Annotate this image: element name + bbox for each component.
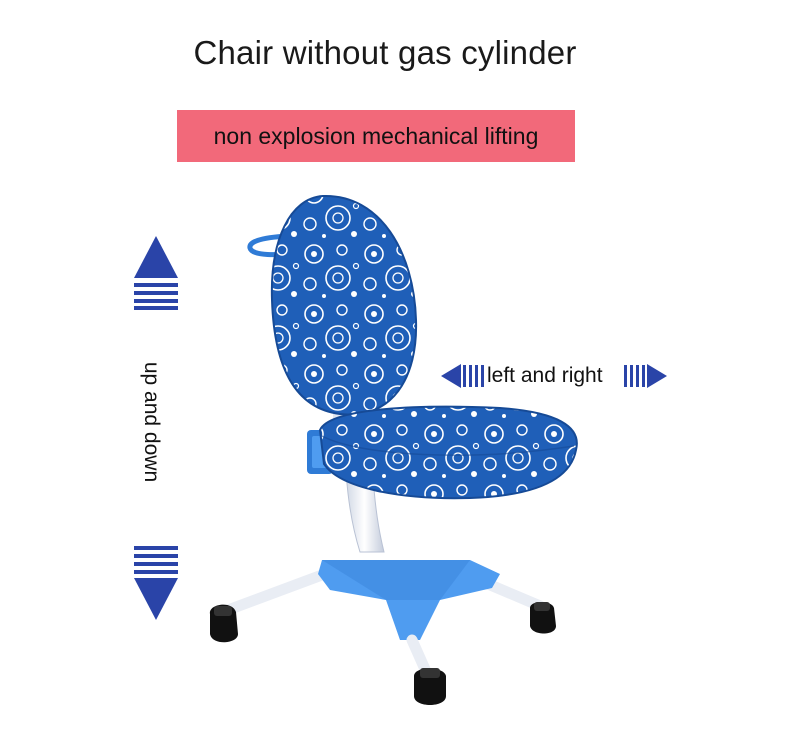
feature-banner: non explosion mechanical lifting <box>177 110 575 162</box>
right-arrow-icon <box>624 364 667 388</box>
up-arrow-icon <box>134 236 178 310</box>
left-and-right-label: left and right <box>487 364 603 387</box>
caster-wheel-icon <box>209 604 238 643</box>
caster-wheel-icon <box>530 602 556 634</box>
down-arrow-icon <box>134 546 178 620</box>
page-title: Chair without gas cylinder <box>193 34 577 71</box>
left-arrow-icon <box>441 364 484 388</box>
feature-banner-text: non explosion mechanical lifting <box>213 122 539 149</box>
caster-wheel-icon <box>414 668 446 705</box>
